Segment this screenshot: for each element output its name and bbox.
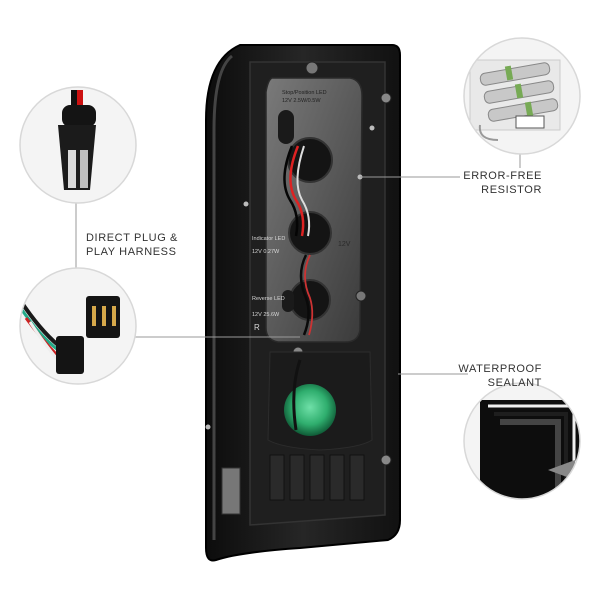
socket-indicator <box>288 211 332 255</box>
side-mark: R <box>254 323 260 332</box>
label-error-free: ERROR-FREE RESISTOR <box>456 169 542 197</box>
upper-slot <box>278 110 294 144</box>
callout-resistor <box>464 38 580 154</box>
stop-led-text: Stop/Position LED <box>282 90 327 96</box>
label-waterproof: WATERPROOF SEALANT <box>456 362 542 390</box>
screw-dot <box>243 201 249 207</box>
label-error-free-line2: RESISTOR <box>481 184 542 196</box>
indicator-led-text: Indicator LED <box>252 236 285 242</box>
label-direct-plug-line2: PLAY HARNESS <box>86 246 177 258</box>
label-direct-plug: DIRECT PLUG & PLAY HARNESS <box>86 231 178 259</box>
socket-stop <box>287 137 333 183</box>
screw-dot <box>205 424 211 430</box>
mount-stud <box>355 290 367 302</box>
callout-plug <box>20 87 136 203</box>
green-reflector <box>284 384 336 436</box>
label-error-free-line1: ERROR-FREE <box>463 170 542 182</box>
label-waterproof-line2: SEALANT <box>487 377 542 389</box>
callout-harness-border <box>19 267 137 385</box>
led-panel <box>265 77 363 343</box>
lens-rim <box>212 54 234 540</box>
wire-red <box>289 145 305 237</box>
callout-resistor-border <box>463 37 581 155</box>
wire-lower-red <box>304 254 314 336</box>
wire-black <box>283 145 299 237</box>
mount-stud <box>305 61 319 75</box>
reverse-led-text: Reverse LED <box>252 296 285 302</box>
voltage-mark: 12V <box>338 241 351 248</box>
callout-sealant-border <box>463 382 581 500</box>
wire-lower <box>299 254 310 336</box>
mount-stud <box>380 92 392 104</box>
side-tab <box>221 467 241 515</box>
mount-stud <box>380 454 392 466</box>
screw-dot <box>369 125 375 131</box>
callout-plug-border <box>19 86 137 204</box>
indicator-spec-text: 12V 0.27W <box>252 249 280 255</box>
bottom-ribs <box>269 454 365 501</box>
label-waterproof-line1: WATERPROOF <box>458 363 542 375</box>
wire-white <box>296 145 311 237</box>
reverse-spec-text: 12V 25.6W <box>252 312 280 318</box>
lower-slot <box>282 290 294 312</box>
label-direct-plug-line1: DIRECT PLUG & <box>86 232 178 244</box>
reflector-divider <box>292 359 302 431</box>
stop-spec-text: 12V 2.5W/0.5W <box>282 98 321 104</box>
